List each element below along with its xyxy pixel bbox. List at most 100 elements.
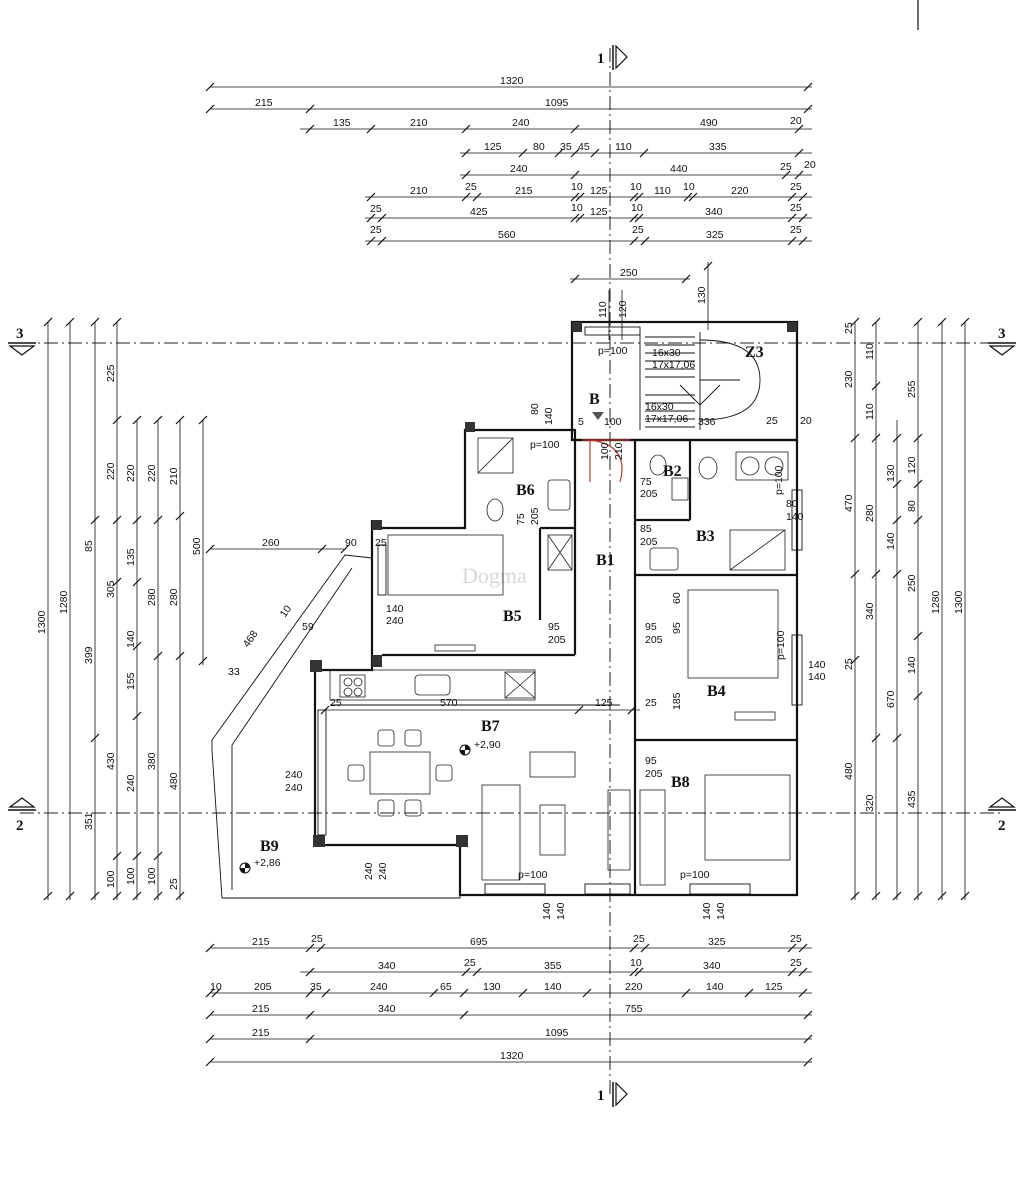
section-marker-3-right: 3 [988, 326, 1016, 356]
sill-note-b8: p=100 [680, 869, 710, 881]
svg-text:250: 250 [906, 574, 918, 592]
svg-text:250: 250 [620, 267, 638, 279]
section-marker-1-top: 1 [597, 44, 628, 70]
svg-text:215: 215 [252, 1027, 270, 1039]
svg-text:125: 125 [590, 185, 608, 197]
svg-text:33: 33 [228, 666, 240, 678]
furniture [329, 437, 791, 886]
room-label-b7: B7 [481, 718, 500, 735]
svg-text:130: 130 [885, 464, 897, 482]
svg-text:25: 25 [790, 933, 802, 945]
svg-text:100: 100 [604, 416, 622, 428]
svg-text:205: 205 [640, 488, 658, 500]
svg-text:215: 215 [255, 97, 273, 109]
svg-text:1300: 1300 [36, 610, 48, 634]
svg-text:340: 340 [378, 960, 396, 972]
svg-text:25: 25 [645, 697, 657, 709]
svg-text:140: 140 [125, 630, 137, 648]
svg-text:135: 135 [125, 548, 137, 566]
svg-text:10: 10 [630, 181, 642, 193]
section-marker-3-left: 3 [8, 326, 36, 356]
svg-text:10: 10 [278, 603, 295, 620]
svg-text:25: 25 [375, 537, 387, 549]
svg-text:140: 140 [544, 981, 562, 993]
svg-text:210: 210 [410, 185, 428, 197]
svg-text:1: 1 [597, 1088, 605, 1104]
svg-text:215: 215 [515, 185, 533, 197]
svg-text:25: 25 [311, 933, 323, 945]
svg-text:+2,86: +2,86 [254, 857, 281, 869]
svg-text:25: 25 [465, 181, 477, 193]
svg-text:100: 100 [599, 442, 611, 460]
stair-note-size-upper: 16x30 [652, 347, 681, 359]
svg-text:205: 205 [640, 536, 658, 548]
svg-text:220: 220 [731, 185, 749, 197]
svg-text:10: 10 [571, 181, 583, 193]
svg-text:95: 95 [671, 622, 683, 634]
top-dimensions: 1320 215 1095 135 210 240 490 20 125 80 … [205, 75, 816, 340]
svg-text:185: 185 [671, 692, 683, 710]
svg-text:340: 340 [705, 206, 723, 218]
level-marker-b9: +2,86 [239, 857, 281, 874]
svg-text:220: 220 [146, 464, 158, 482]
svg-text:25: 25 [790, 224, 802, 236]
bottom-dimensions: 215 25 695 25 325 25 340 25 355 10 340 2… [205, 933, 813, 1067]
sill-note-b6: p=100 [530, 439, 560, 451]
room-label-z3: Z3 [745, 344, 764, 361]
svg-text:205: 205 [548, 634, 566, 646]
windows [317, 489, 803, 895]
svg-text:10: 10 [571, 202, 583, 214]
svg-text:140: 140 [543, 407, 555, 425]
svg-text:205: 205 [645, 768, 663, 780]
svg-text:220: 220 [625, 981, 643, 993]
svg-text:125: 125 [484, 141, 502, 153]
svg-text:480: 480 [843, 762, 855, 780]
svg-text:75: 75 [515, 513, 527, 525]
svg-text:95: 95 [645, 755, 657, 767]
svg-text:2: 2 [998, 818, 1006, 834]
svg-text:140: 140 [808, 671, 826, 683]
svg-text:240: 240 [125, 774, 137, 792]
room-label-b4: B4 [707, 683, 726, 700]
svg-text:500: 500 [191, 537, 203, 555]
watermark: Dogma [462, 563, 527, 588]
svg-text:25: 25 [464, 957, 476, 969]
svg-text:80: 80 [529, 403, 541, 415]
svg-text:140: 140 [555, 902, 567, 920]
svg-text:1300: 1300 [953, 590, 965, 614]
svg-text:355: 355 [544, 960, 562, 972]
svg-text:755: 755 [625, 1003, 643, 1015]
room-label-b9: B9 [260, 838, 279, 855]
svg-text:480: 480 [168, 772, 180, 790]
svg-text:125: 125 [595, 697, 613, 709]
svg-text:75: 75 [640, 476, 652, 488]
svg-text:25: 25 [843, 658, 855, 670]
svg-text:340: 340 [864, 602, 876, 620]
svg-text:240: 240 [512, 117, 530, 129]
svg-text:25: 25 [633, 933, 645, 945]
svg-text:440: 440 [670, 163, 688, 175]
svg-text:280: 280 [864, 504, 876, 522]
svg-text:25: 25 [330, 697, 342, 709]
svg-text:260: 260 [262, 537, 280, 549]
svg-text:140: 140 [386, 603, 404, 615]
svg-text:110: 110 [615, 141, 632, 153]
svg-text:560: 560 [498, 229, 516, 241]
svg-text:1095: 1095 [545, 1027, 569, 1039]
svg-text:280: 280 [168, 588, 180, 606]
room-label-b8: B8 [671, 774, 690, 791]
svg-text:25: 25 [790, 957, 802, 969]
svg-text:80: 80 [906, 500, 918, 512]
svg-text:215: 215 [252, 1003, 270, 1015]
svg-text:205: 205 [254, 981, 272, 993]
svg-text:140: 140 [706, 981, 724, 993]
svg-text:60: 60 [671, 592, 683, 604]
sill-note-b4: p=100 [775, 630, 787, 660]
svg-text:95: 95 [645, 621, 657, 633]
svg-text:351: 351 [83, 812, 95, 830]
svg-text:240: 240 [285, 769, 303, 781]
svg-text:210: 210 [410, 117, 428, 129]
svg-text:240: 240 [370, 981, 388, 993]
inner-dimensions: 260 90 25 468 10 59 33 25 570 125 25 140… [205, 403, 826, 920]
